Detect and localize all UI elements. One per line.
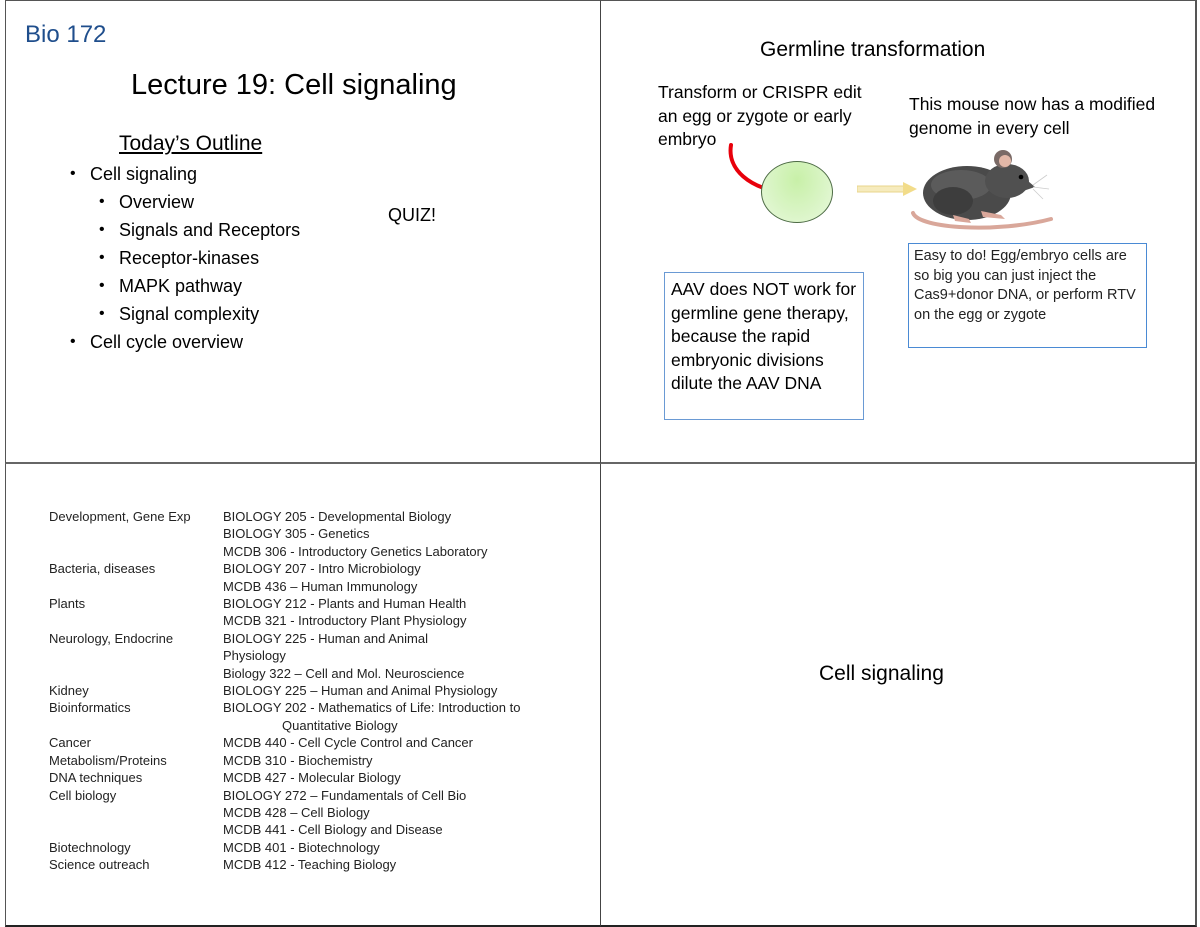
outline-subitem: Signal complexity (97, 300, 300, 328)
course-cell: BIOLOGY 225 - Human and Animal (223, 630, 428, 646)
area-cell: Neurology, Endocrine (49, 630, 174, 646)
slide-title: Germline transformation (760, 38, 986, 61)
table-row: MCDB 441 - Cell Biology and Disease (49, 821, 520, 838)
course-cell: MCDB 436 – Human Immunology (223, 578, 418, 594)
course-cell: MCDB 321 - Introductory Plant Physiology (223, 613, 467, 629)
outline-item: Cell cycle overview (68, 328, 300, 356)
course-cell: Quantitative Biology (282, 717, 398, 733)
outline-subitem: Signals and Receptors (97, 216, 300, 244)
course-cell: MCDB 440 - Cell Cycle Control and Cancer (223, 735, 473, 751)
transform-caption: Transform or CRISPR edit an egg or zygot… (658, 82, 862, 149)
area-cell: Cancer (49, 735, 91, 751)
slide-cell-signaling-title: Cell signaling (601, 464, 1197, 927)
area-cell: DNA techniques (49, 770, 143, 786)
table-row: BIOLOGY 305 - Genetics (49, 525, 520, 542)
outline-heading: Today’s Outline (119, 132, 263, 155)
course-cell: BIOLOGY 225 – Human and Animal Physiolog… (223, 683, 498, 699)
table-row: Neurology, Endocrine BIOLOGY 225 - Human … (49, 630, 520, 647)
area-cell (49, 717, 223, 734)
area-cell: Bacteria, diseases (49, 561, 156, 577)
table-row: Metabolism/Proteins MCDB 310 - Biochemist… (49, 752, 520, 769)
table-row: Physiology (49, 647, 520, 664)
course-cell: MCDB 428 – Cell Biology (223, 804, 370, 820)
course-cell: BIOLOGY 202 - Mathematics of Life: Intro… (223, 700, 521, 716)
course-cell: MCDB 427 - Molecular Biology (223, 770, 401, 786)
area-cell: Kidney (49, 683, 89, 699)
course-table: Development, Gene Exp BIOLOGY 205 - Devel… (49, 508, 520, 874)
course-cell: MCDB 441 - Cell Biology and Disease (223, 822, 443, 838)
course-cell: MCDB 306 - Introductory Genetics Laborat… (223, 543, 488, 559)
area-cell (49, 665, 223, 682)
table-row: Kidney BIOLOGY 225 – Human and Animal Phy… (49, 682, 520, 699)
slide-lecture-outline: Bio 172 Lecture 19: Cell signaling Today… (5, 0, 601, 464)
lecture-title: Lecture 19: Cell signaling (131, 69, 457, 101)
table-row: Science outreach MCDB 412 - Teaching Biol… (49, 856, 520, 873)
area-cell (49, 525, 223, 542)
table-row: Bacteria, diseases BIOLOGY 207 - Intro Mi… (49, 560, 520, 577)
area-cell (49, 543, 223, 560)
section-title: Cell signaling (819, 662, 944, 685)
table-row: DNA techniques MCDB 427 - Molecular Biolo… (49, 769, 520, 786)
area-cell: Bioinformatics (49, 700, 131, 716)
table-row: MCDB 321 - Introductory Plant Physiology (49, 612, 520, 629)
table-row: Bioinformatics BIOLOGY 202 - Mathematics … (49, 699, 520, 716)
outline-subitem: Overview (97, 188, 300, 216)
area-cell: Development, Gene Exp (49, 509, 191, 524)
table-row: Biology 322 – Cell and Mol. Neuroscience (49, 665, 520, 682)
course-cell: Biology 322 – Cell and Mol. Neuroscience (223, 665, 465, 681)
table-row: MCDB 436 – Human Immunology (49, 578, 520, 595)
area-cell (49, 821, 223, 838)
course-cell: BIOLOGY 205 - Developmental Biology (223, 509, 452, 524)
mouse-icon (911, 150, 1053, 230)
slide-germline-transformation: Germline transformation Transform or CRI… (601, 0, 1197, 464)
outline-list: Cell signaling Overview Signals and Rece… (68, 160, 300, 356)
slide-course-list: Development, Gene Exp BIOLOGY 205 - Devel… (5, 464, 601, 927)
table-row: Quantitative Biology (49, 717, 520, 734)
course-label: Bio 172 (25, 21, 107, 48)
egg-cell-icon (761, 161, 833, 223)
area-cell: Biotechnology (49, 839, 131, 855)
area-cell (49, 578, 223, 595)
aav-note-box: AAV does NOT work for germline gene ther… (664, 272, 864, 420)
area-cell: Plants (49, 596, 86, 612)
easy-note-box: Easy to do! Egg/embryo cells are so big … (908, 243, 1147, 348)
course-cell: BIOLOGY 305 - Genetics (223, 526, 370, 542)
table-row: Development, Gene Exp BIOLOGY 205 - Devel… (49, 508, 520, 525)
area-cell: Science outreach (49, 857, 150, 873)
area-cell (49, 647, 223, 664)
outline-item: Cell signaling (68, 160, 300, 188)
table-row: Plants BIOLOGY 212 - Plants and Human Hea… (49, 595, 520, 612)
area-cell (49, 804, 223, 821)
area-cell: Cell biology (49, 787, 117, 803)
area-cell (49, 612, 223, 629)
course-cell: BIOLOGY 212 - Plants and Human Health (223, 596, 467, 612)
course-cell: BIOLOGY 272 – Fundamentals of Cell Bio (223, 787, 467, 803)
quiz-label: QUIZ! (388, 205, 436, 225)
course-cell: BIOLOGY 207 - Intro Microbiology (223, 561, 421, 577)
outline-subitem: Receptor-kinases (97, 244, 300, 272)
table-row: MCDB 306 - Introductory Genetics Laborat… (49, 543, 520, 560)
course-cell: MCDB 310 - Biochemistry (223, 752, 373, 768)
table-row: Cell biology BIOLOGY 272 – Fundamentals o… (49, 787, 520, 804)
course-cell: MCDB 412 - Teaching Biology (223, 857, 397, 873)
area-cell: Metabolism/Proteins (49, 752, 167, 768)
yellow-arrow-icon (857, 182, 917, 196)
table-row: Biotechnology MCDB 401 - Biotechnology (49, 839, 520, 856)
table-row: Cancer MCDB 440 - Cell Cycle Control and … (49, 734, 520, 751)
course-cell: MCDB 401 - Biotechnology (223, 839, 380, 855)
mouse-caption: This mouse now has a modified genome in … (909, 94, 1156, 138)
table-row: MCDB 428 – Cell Biology (49, 804, 520, 821)
outline-subitem: MAPK pathway (97, 272, 300, 300)
course-cell: Physiology (223, 648, 286, 664)
